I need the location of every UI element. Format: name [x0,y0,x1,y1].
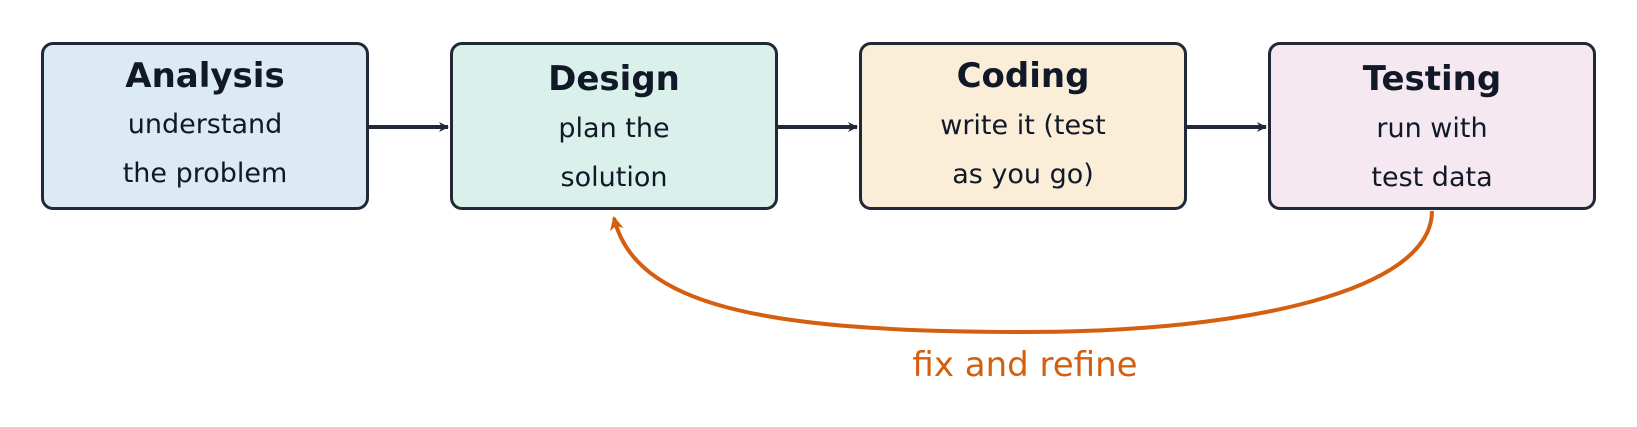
stage-analysis-title: Analysis [125,56,285,96]
stage-testing-line-1: run with [1376,113,1488,144]
stage-design-line-2: solution [560,162,668,193]
stage-coding-line-1: write it (test [940,110,1106,141]
stage-analysis-line-1: understand [127,109,283,140]
stage-design-line-1: plan the [558,113,670,144]
stage-coding-box: Coding write it (test as you go) [859,42,1187,210]
stage-coding-line-2: as you go) [952,159,1094,190]
stage-testing-title: Testing [1362,59,1502,99]
stage-design-title: Design [548,59,680,99]
stage-analysis-box: Analysis understand the problem [41,42,369,210]
feedback-loop-arrow [610,210,1434,335]
stage-testing-box: Testing run with test data [1268,42,1596,210]
stage-design-box: Design plan the solution [450,42,778,210]
stage-analysis-line-2: the problem [122,158,288,189]
stage-coding-title: Coding [956,56,1090,96]
feedback-loop-label: fix and refine [912,345,1138,385]
stage-testing-line-2: test data [1371,162,1493,193]
